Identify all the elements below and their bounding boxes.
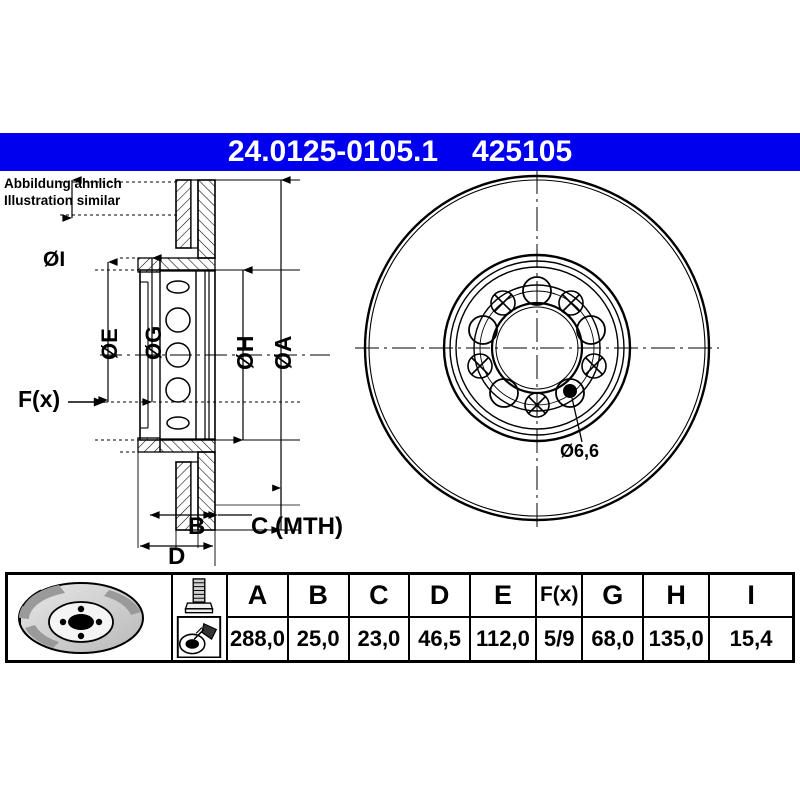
table-value-d: 46,5 bbox=[418, 625, 461, 651]
table-column-h: H 135,0 bbox=[644, 575, 711, 660]
wheel-bolt-holes bbox=[468, 276, 606, 408]
label-dim-b: B bbox=[188, 513, 206, 540]
table-column-c: C 23,0 bbox=[349, 575, 411, 660]
table-value-fx: 5/9 bbox=[543, 625, 575, 651]
label-hole-callout: Ø6,6 bbox=[560, 441, 600, 461]
table-column-a: A 288,0 bbox=[228, 575, 289, 660]
drawing-svg bbox=[60, 170, 719, 566]
table-header-e: E bbox=[470, 575, 535, 618]
table-cell-disc-image bbox=[8, 575, 173, 660]
table-header-i: I bbox=[710, 575, 792, 618]
part-number: 24.0125-0105.1 bbox=[227, 135, 439, 168]
label-dim-d: D bbox=[168, 543, 186, 570]
table-header-c: C bbox=[349, 575, 409, 618]
label-dia-i: ØI bbox=[43, 248, 66, 271]
table-column-e: E 112,0 bbox=[470, 575, 537, 660]
table-header-d: D bbox=[410, 575, 469, 618]
article-number: 425105 bbox=[472, 135, 573, 168]
label-dia-g: ØG bbox=[141, 325, 166, 360]
icon-stack bbox=[173, 575, 226, 660]
table-column-i: I 15,4 bbox=[710, 575, 792, 660]
label-dia-e: ØE bbox=[97, 328, 122, 360]
brake-disc-illustration-wrap bbox=[8, 575, 171, 660]
note-line-english: Illustration similar bbox=[4, 193, 121, 209]
table-cell-icons bbox=[173, 575, 229, 660]
small-hole-filled bbox=[563, 384, 577, 398]
bolt-icon bbox=[184, 578, 214, 614]
table-column-b: B 25,0 bbox=[288, 575, 350, 660]
label-dia-a: ØA bbox=[270, 335, 296, 371]
table-header-a: A bbox=[228, 575, 287, 618]
label-force-fx: F(x) bbox=[18, 386, 61, 412]
table-header-fx: F(x) bbox=[536, 575, 582, 618]
table-value-g: 68,0 bbox=[591, 625, 635, 651]
table-value-c: 23,0 bbox=[357, 625, 401, 651]
cross-section-view bbox=[60, 176, 330, 566]
table-value-i: 15,4 bbox=[729, 625, 773, 651]
part-header-bar: 24.0125-0105.1 425105 bbox=[0, 133, 800, 171]
table-column-d: D 46,5 bbox=[410, 575, 471, 660]
table-value-h: 135,0 bbox=[648, 625, 704, 651]
label-dim-c: C (MTH) bbox=[251, 513, 343, 540]
table-column-g: G 68,0 bbox=[583, 575, 645, 660]
table-value-e: 112,0 bbox=[476, 625, 530, 651]
disc-mounting-icon bbox=[177, 615, 222, 658]
table-value-a: 288,0 bbox=[229, 625, 285, 651]
label-dia-h: ØH bbox=[232, 335, 258, 371]
brake-disc-icon bbox=[18, 581, 145, 654]
table-column-fx: F(x) 5/9 bbox=[536, 575, 584, 660]
table-header-h: H bbox=[644, 575, 709, 618]
table-header-b: B bbox=[288, 575, 348, 618]
specification-table: A 288,0 B 25,0 C 23,0 D 46,5 E 112,0 F(x… bbox=[5, 572, 795, 663]
table-header-g: G bbox=[583, 575, 643, 618]
face-view bbox=[355, 170, 719, 528]
technical-drawing: ØI ØE ØG ØH ØA F(x) B C (MTH) D Ø6,6 bbox=[0, 170, 800, 570]
table-value-b: 25,0 bbox=[296, 625, 340, 651]
